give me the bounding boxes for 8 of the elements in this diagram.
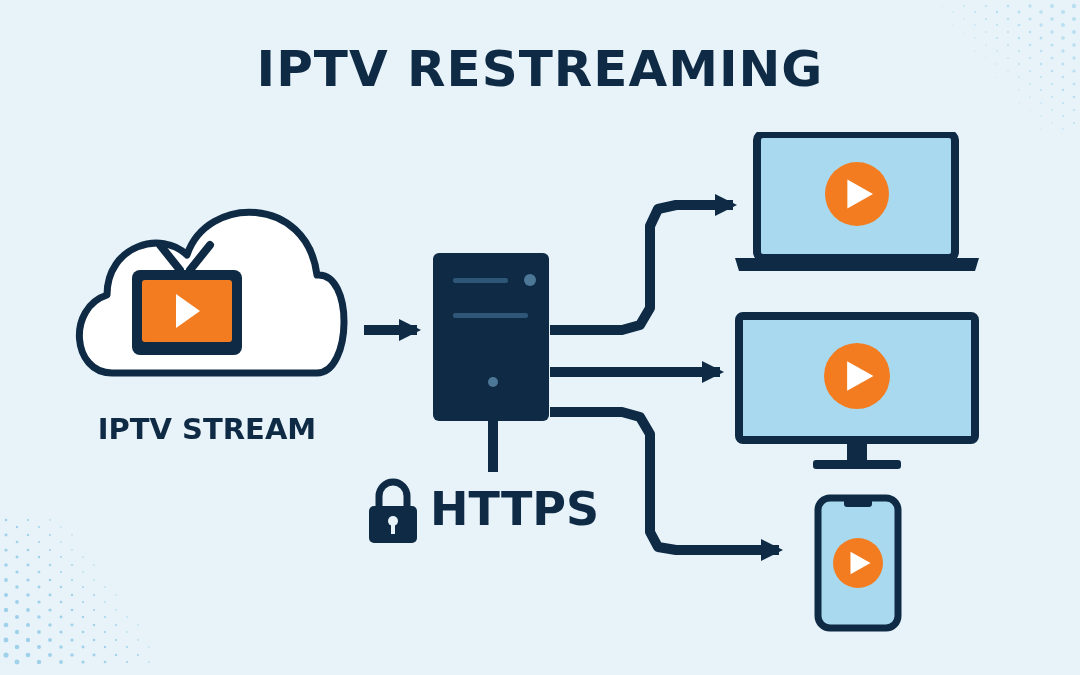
arrow xyxy=(364,319,421,341)
protocol-label: HTTPS xyxy=(430,482,600,536)
diagram-title: IPTV RESTREAMING xyxy=(256,40,824,98)
connector-line xyxy=(488,421,498,472)
stream-label: IPTV STREAM xyxy=(97,412,317,446)
arrow xyxy=(550,407,783,561)
arrow xyxy=(550,194,737,335)
arrow xyxy=(550,361,724,383)
